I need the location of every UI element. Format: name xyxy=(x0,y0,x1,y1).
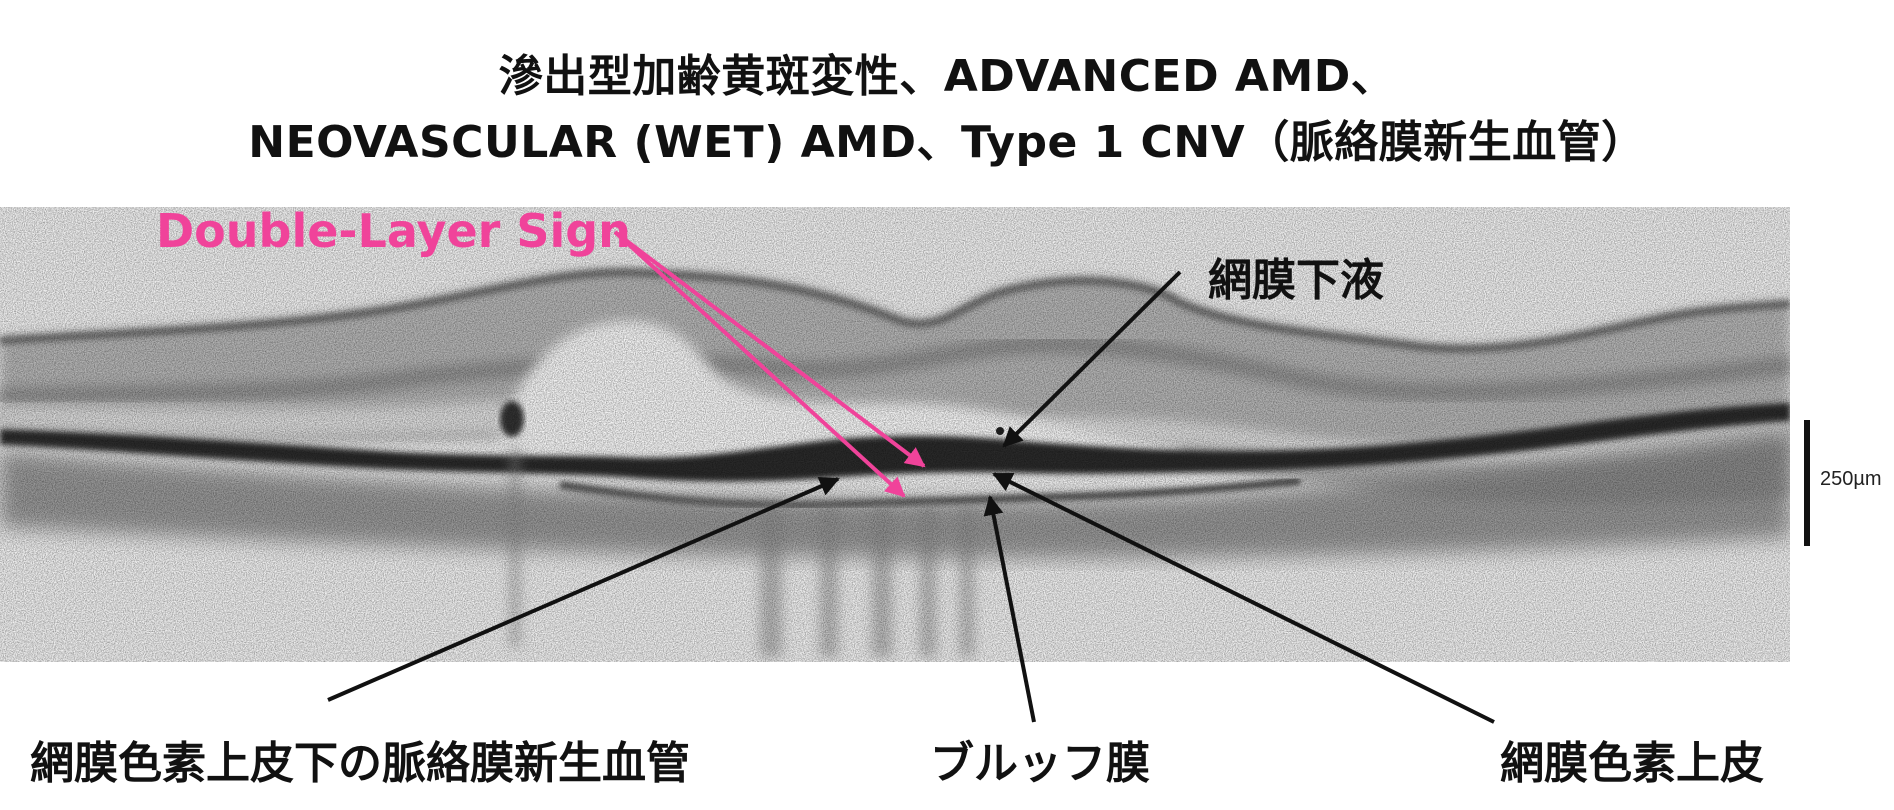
figure-title-line-2: NEOVASCULAR (WET) AMD、Type 1 CNV（脈絡膜新生血管… xyxy=(248,117,1646,168)
scale-bar-label: 250µm xyxy=(1820,468,1882,490)
scale-bar xyxy=(1804,420,1810,546)
rpe-arrow xyxy=(992,472,1495,724)
sub-rpe-cnv-label: 網膜色素上皮下の脈絡膜新生血管 xyxy=(30,738,690,789)
double-layer-arrow-2 xyxy=(613,230,906,498)
double-layer-arrow-1 xyxy=(613,230,926,468)
bruchs-membrane-arrow xyxy=(983,495,1036,723)
double-layer-sign-label: Double-Layer Sign xyxy=(156,204,631,258)
cnv-arrow xyxy=(327,476,840,702)
bruchs-membrane-label: ブルッフ膜 xyxy=(930,738,1150,789)
subretinal-fluid-label: 網膜下液 xyxy=(1208,255,1384,306)
oct-scan-image xyxy=(0,207,1790,662)
figure-title-line-1: 滲出型加齢黄斑変性、ADVANCED AMD、 xyxy=(498,51,1396,102)
subretinal-fluid-arrow xyxy=(1002,270,1182,448)
rpe-label: 網膜色素上皮 xyxy=(1500,738,1764,789)
